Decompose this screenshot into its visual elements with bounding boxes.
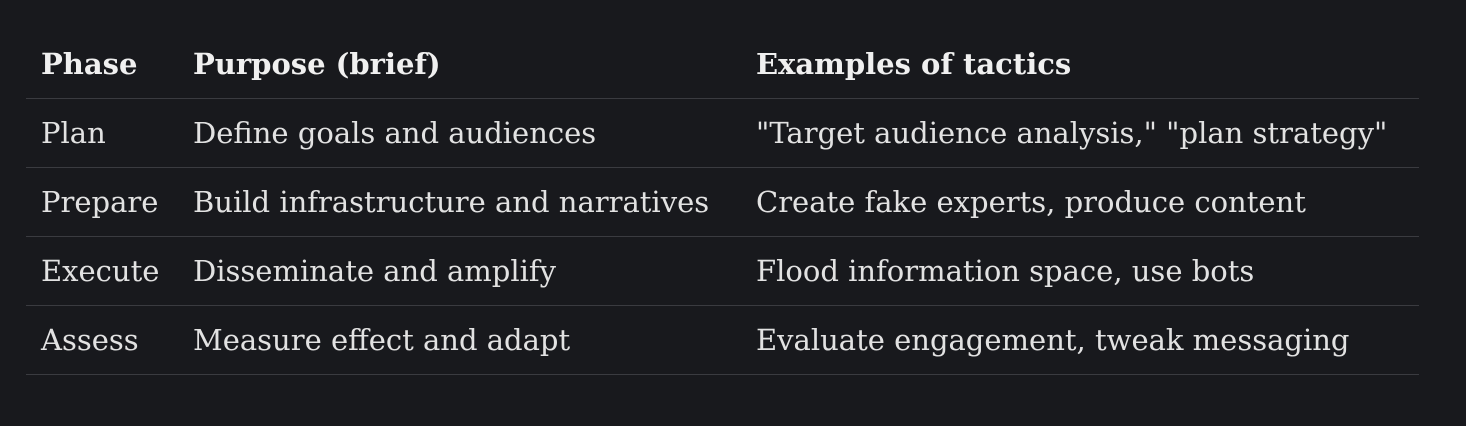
cell-purpose: Disseminate and amplify <box>178 236 741 306</box>
cell-phase: Prepare <box>26 167 178 237</box>
cell-phase: Plan <box>26 98 178 168</box>
cell-phase: Execute <box>26 236 178 306</box>
table-row: Assess Measure effect and adapt Evaluate… <box>26 305 1419 375</box>
table-row: Plan Define goals and audiences "Target … <box>26 98 1419 168</box>
cell-purpose: Measure effect and adapt <box>178 305 741 375</box>
phase-table-container: Phase Purpose (brief) Examples of tactic… <box>26 30 1419 375</box>
cell-examples: "Target audience analysis," "plan strate… <box>741 98 1419 168</box>
column-header-purpose: Purpose (brief) <box>178 30 741 99</box>
column-header-examples: Examples of tactics <box>741 30 1419 99</box>
cell-purpose: Build infrastructure and narratives <box>178 167 741 237</box>
table-header-row: Phase Purpose (brief) Examples of tactic… <box>26 30 1419 99</box>
column-header-phase: Phase <box>26 30 178 99</box>
table-row: Prepare Build infrastructure and narrati… <box>26 167 1419 237</box>
cell-examples: Evaluate engagement, tweak messaging <box>741 305 1419 375</box>
table-row: Execute Disseminate and amplify Flood in… <box>26 236 1419 306</box>
phase-table: Phase Purpose (brief) Examples of tactic… <box>26 30 1419 375</box>
cell-phase: Assess <box>26 305 178 375</box>
cell-purpose: Define goals and audiences <box>178 98 741 168</box>
cell-examples: Flood information space, use bots <box>741 236 1419 306</box>
cell-examples: Create fake experts, produce content <box>741 167 1419 237</box>
